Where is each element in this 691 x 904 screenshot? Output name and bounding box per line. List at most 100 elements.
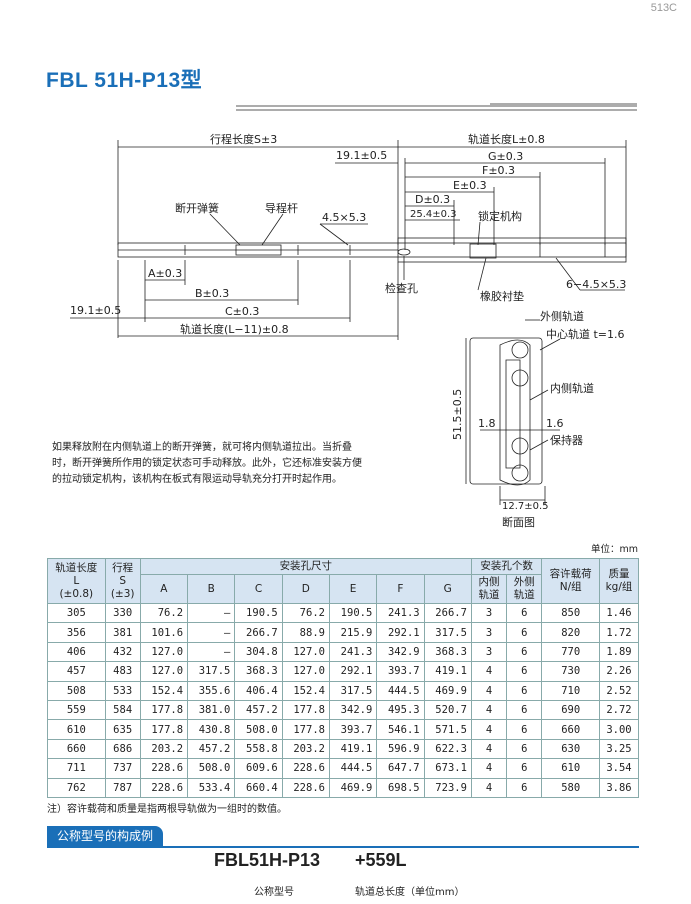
table-cell: 710 bbox=[541, 680, 600, 701]
technical-drawing: 行程长度S±3 轨道长度L±0.8 19.1±0.5 G±0.3 F±0.3 E… bbox=[70, 103, 637, 529]
table-cell: 368.3 bbox=[423, 641, 472, 663]
label-inner-rail: 内侧轨道 bbox=[550, 381, 594, 395]
table-cell: 6 bbox=[506, 680, 543, 701]
header-hole-count: 安装孔个数 bbox=[470, 558, 543, 575]
table-cell: 2.52 bbox=[598, 680, 640, 701]
table-cell: 2.26 bbox=[598, 661, 640, 682]
label-b: B±0.3 bbox=[195, 287, 229, 300]
page-title: FBL 51H-P13型 bbox=[46, 69, 203, 92]
table-cell: 381 bbox=[104, 622, 141, 643]
label-width: 12.7±0.5 bbox=[502, 501, 549, 512]
label-hole-size: 4.5×5.3 bbox=[322, 211, 366, 224]
table-cell: 266.7 bbox=[234, 622, 283, 643]
footnote: 注）容许载荷和质量是指两根导轨做为一组时的数值。 bbox=[47, 804, 287, 815]
table-cell: 266.7 bbox=[423, 602, 472, 624]
table-cell: 177.8 bbox=[281, 719, 330, 740]
table-cell: 660.4 bbox=[234, 777, 283, 798]
table-cell: 3.86 bbox=[598, 777, 640, 798]
table-cell: 190.5 bbox=[328, 602, 378, 624]
table-cell: 635 bbox=[104, 719, 141, 740]
label-e: E±0.3 bbox=[453, 179, 487, 192]
table-cell: 622.3 bbox=[423, 738, 472, 760]
table-cell: 469.9 bbox=[328, 777, 378, 798]
label-d: D±0.3 bbox=[415, 193, 450, 206]
model-suffix: +559L bbox=[355, 850, 407, 870]
table-cell: — bbox=[187, 641, 236, 663]
header-inner-rail: 内侧轨道 bbox=[470, 574, 508, 604]
section-bar: 公称型号的构成例 bbox=[47, 826, 639, 848]
label-height: 51.5±0.5 bbox=[451, 389, 464, 440]
table-cell: 4 bbox=[470, 680, 508, 701]
table-cell: 6 bbox=[506, 758, 543, 779]
table-cell: 3 bbox=[470, 602, 508, 624]
label-f: F±0.3 bbox=[482, 164, 515, 177]
table-cell: 4 bbox=[470, 758, 508, 779]
header-outer-rail: 外侧轨道 bbox=[506, 574, 543, 604]
table-cell: 4 bbox=[470, 738, 508, 760]
table-cell: 342.9 bbox=[376, 641, 425, 663]
label-center-rail: 中心轨道 t=1.6 bbox=[546, 327, 625, 341]
label-1-8: 1.8 bbox=[478, 417, 496, 430]
label-c: C±0.3 bbox=[225, 305, 259, 318]
table-cell: 393.7 bbox=[376, 661, 425, 682]
table-cell: 457.2 bbox=[234, 699, 283, 721]
table-cell: 4 bbox=[470, 777, 508, 798]
table-cell: 483 bbox=[104, 661, 141, 682]
label-retainer: 保持器 bbox=[550, 433, 583, 447]
table-cell: 152.4 bbox=[139, 680, 189, 701]
table-cell: 533 bbox=[104, 680, 141, 701]
table-cell: 76.2 bbox=[139, 602, 189, 624]
table-cell: 203.2 bbox=[139, 738, 189, 760]
label-guide-rod: 导程杆 bbox=[265, 201, 298, 215]
table-cell: 610 bbox=[541, 758, 600, 779]
table-cell: 469.9 bbox=[423, 680, 472, 701]
table-cell: 4 bbox=[470, 699, 508, 721]
model-code: FBL51H-P13 bbox=[214, 850, 321, 870]
table-cell: 330 bbox=[104, 602, 141, 624]
table-cell: 3 bbox=[470, 622, 508, 643]
table-cell: 292.1 bbox=[328, 661, 378, 682]
table-cell: 630 bbox=[541, 738, 600, 760]
unit-label: 单位：mm bbox=[590, 544, 638, 555]
table-cell: 317.5 bbox=[187, 661, 236, 682]
table-cell: 228.6 bbox=[139, 758, 189, 779]
table-cell: 820 bbox=[541, 622, 600, 643]
table-cell: 152.4 bbox=[281, 680, 330, 701]
table-cell: 6 bbox=[506, 738, 543, 760]
table-cell: 1.72 bbox=[598, 622, 640, 643]
table-cell: 787 bbox=[104, 777, 141, 798]
label-g: G±0.3 bbox=[488, 150, 523, 163]
table-cell: 419.1 bbox=[423, 661, 472, 682]
table-cell: 317.5 bbox=[423, 622, 472, 643]
table-cell: 368.3 bbox=[234, 661, 283, 682]
table-cell: 559 bbox=[47, 699, 106, 721]
table-cell: 6 bbox=[506, 661, 543, 682]
table-cell: 88.9 bbox=[281, 622, 330, 643]
header-col-g: G bbox=[423, 574, 472, 604]
table-cell: 381.0 bbox=[187, 699, 236, 721]
table-cell: 2.72 bbox=[598, 699, 640, 721]
table-cell: 495.3 bbox=[376, 699, 425, 721]
table-cell: 177.8 bbox=[281, 699, 330, 721]
table-cell: 584 bbox=[104, 699, 141, 721]
label-1-6: 1.6 bbox=[546, 417, 564, 430]
table-cell: 177.8 bbox=[139, 699, 189, 721]
table-cell: 6 bbox=[506, 602, 543, 624]
table-cell: 228.6 bbox=[281, 758, 330, 779]
table-cell: 762 bbox=[47, 777, 106, 798]
header-holes: 安装孔尺寸 bbox=[139, 558, 472, 575]
table-cell: 444.5 bbox=[376, 680, 425, 701]
table-cell: 508.0 bbox=[187, 758, 236, 779]
table-cell: 228.6 bbox=[281, 777, 330, 798]
